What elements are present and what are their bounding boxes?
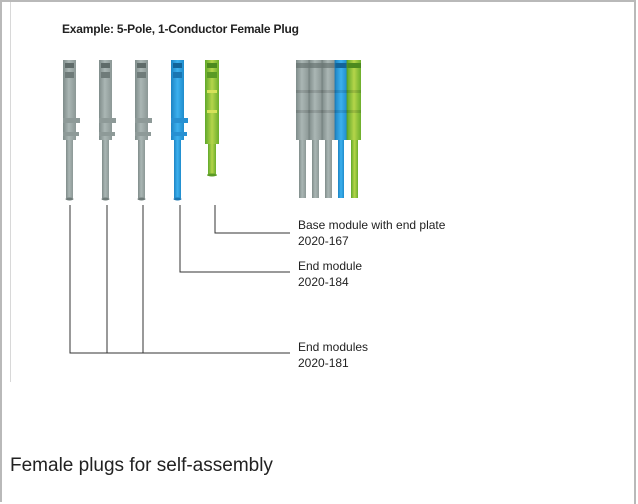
callout-end-module: End module 2020-184: [298, 258, 362, 290]
callout-end-modules: End modules 2020-181: [298, 339, 368, 371]
leader-line-base-module: [214, 205, 290, 234]
callout-end-modules-name: End modules: [298, 340, 369, 354]
assembled-5-pole-plug: [296, 60, 361, 198]
leader-line-end-module: [179, 205, 290, 273]
callout-end-modules-part: 2020-181: [298, 356, 349, 370]
base-module-green-yellow: [205, 60, 219, 177]
callout-end-module-part: 2020-184: [298, 275, 349, 289]
end-module-grey-1: [63, 60, 80, 201]
end-module-grey-2: [99, 60, 116, 201]
callout-base-module-name: Base module with end plate: [298, 218, 446, 232]
divider-line: [10, 2, 11, 382]
leader-line-end-modules: [69, 205, 290, 354]
figure-caption: Female plugs for self-assembly: [10, 455, 273, 476]
callout-base-module-part: 2020-167: [298, 234, 349, 248]
example-title: Example: 5-Pole, 1-Conductor Female Plug: [62, 22, 299, 36]
frame-right-border: [634, 2, 636, 504]
end-module-blue: [171, 60, 188, 201]
callout-base-module: Base module with end plate 2020-167: [298, 217, 445, 249]
end-module-grey-3: [135, 60, 152, 201]
callout-end-module-name: End module: [298, 259, 363, 273]
